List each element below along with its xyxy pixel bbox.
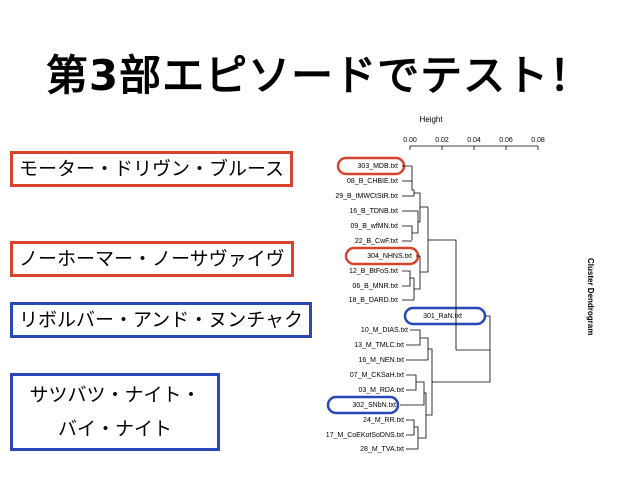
leaf-label: 13_M_TMLC.txt bbox=[354, 342, 404, 349]
leaf-labels: 303_MDB.txt 08_B_CHBIE.txt 29_B_tMWCtStR… bbox=[326, 163, 462, 453]
branch bbox=[412, 210, 419, 234]
branch bbox=[402, 225, 413, 240]
leaf-label: 08_B_CHBIE.txt bbox=[347, 178, 398, 185]
branch bbox=[406, 419, 415, 436]
side-title: Cluster Dendrogram bbox=[586, 258, 595, 335]
label-motor-driven-blues: モーター・ドリヴン・ブルース bbox=[10, 151, 294, 187]
highlight-301 bbox=[403, 306, 487, 326]
label-revolver-and-nunchaku: リボルバー・アンド・ヌンチャク bbox=[10, 302, 313, 338]
tick-label: 0.04 bbox=[467, 137, 481, 144]
branch bbox=[411, 176, 415, 196]
highlight-302 bbox=[326, 395, 400, 415]
branch bbox=[418, 392, 427, 439]
branch bbox=[414, 192, 421, 223]
leaf-label: 16_B_TDNB.txt bbox=[349, 208, 398, 215]
tick-label: 0.06 bbox=[499, 137, 513, 144]
axis-title: Height bbox=[419, 115, 443, 124]
leaf-label: 09_B_wfMN.txt bbox=[351, 223, 399, 230]
branch bbox=[406, 374, 417, 391]
leaf-label: 302_SNbN.txt bbox=[352, 402, 396, 409]
leaf-label: 29_B_tMWCtStR.txt bbox=[335, 193, 398, 200]
axis-ticks bbox=[409, 146, 539, 150]
branch bbox=[402, 270, 411, 287]
branch bbox=[410, 277, 415, 300]
leaf-label: 16_M_NEN.txt bbox=[358, 357, 404, 364]
leaf-label: 28_M_TVA.txt bbox=[360, 446, 404, 453]
branch bbox=[414, 256, 421, 290]
label-satsubatsu-night-by-night: サツバツ・ナイト・ バイ・ナイト bbox=[10, 373, 220, 451]
branch bbox=[426, 348, 433, 416]
leaf-label: 18_B_DARD.txt bbox=[349, 297, 398, 304]
tick-label: 0.08 bbox=[531, 137, 545, 144]
label-no-homer-no-survive: ノーホーマー・ノーサヴァイヴ bbox=[10, 241, 294, 277]
leaf-label: 304_NHNS.txt bbox=[367, 253, 412, 260]
leaf-label: 07_M_CKSaH.txt bbox=[350, 372, 404, 379]
leaf-label: 303_MDB.txt bbox=[358, 163, 399, 170]
branch bbox=[406, 329, 421, 346]
branch bbox=[402, 165, 413, 176]
dendrogram-branches bbox=[400, 165, 491, 450]
leaf-label: 24_M_RR.txt bbox=[363, 417, 404, 424]
leaf-label: 301_RaN.txt bbox=[423, 313, 462, 320]
axis-tick-labels: 0.00 0.02 0.04 0.06 0.08 bbox=[403, 137, 545, 144]
leaf-label: 17_M_CoEKotSoDNS.txt bbox=[326, 432, 404, 439]
branch bbox=[440, 316, 491, 383]
branch bbox=[440, 239, 457, 350]
slide-title: 第3部エピソードでテスト！ bbox=[45, 51, 593, 100]
branch bbox=[416, 381, 425, 406]
leaf-label: 06_B_MNR.txt bbox=[352, 283, 398, 290]
tick-label: 0.02 bbox=[435, 137, 449, 144]
label-line-2: バイ・ナイト bbox=[57, 418, 172, 440]
tick-label: 0.00 bbox=[403, 137, 417, 144]
leaf-label: 12_B_BtFoS.txt bbox=[349, 268, 398, 275]
leaf-label: 22_B_CwF.txt bbox=[355, 238, 398, 245]
label-line-1: サツバツ・ナイト・ bbox=[29, 384, 201, 406]
leaf-label: 10_M_DIAS.txt bbox=[361, 327, 408, 334]
leaf-label: 03_M_RDA.txt bbox=[358, 387, 404, 394]
branch bbox=[414, 426, 419, 449]
branch bbox=[420, 207, 429, 273]
branch bbox=[420, 337, 429, 361]
